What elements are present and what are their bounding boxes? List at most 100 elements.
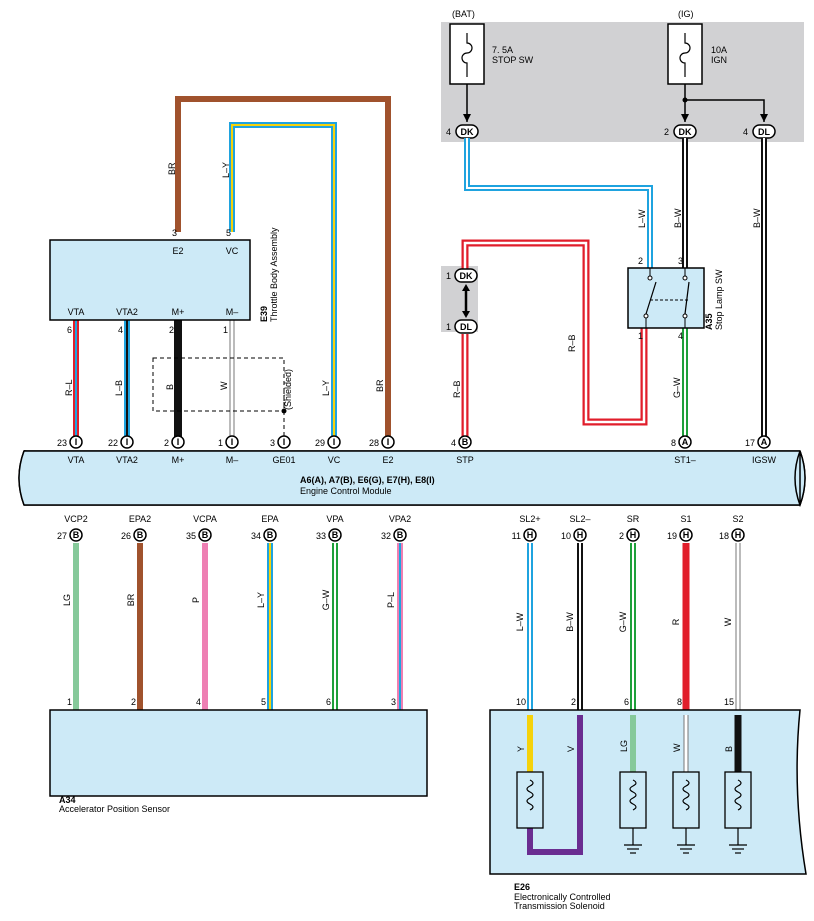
wire-color-label: BR	[126, 593, 136, 606]
connector-letter: H	[577, 530, 584, 540]
ecm-pin-label: SL2–	[569, 514, 590, 524]
connector-dk-ig: DK	[673, 124, 697, 139]
connector-letter: I	[75, 437, 78, 447]
wire-color-label: LG	[62, 594, 72, 606]
pin-label: M–	[226, 307, 239, 317]
ecm-pin-number: 28	[369, 438, 379, 448]
connector-letter: A	[761, 437, 768, 447]
wire-color-label: G–W	[672, 377, 682, 398]
pin-number: 3	[678, 256, 683, 266]
connector-letter: B	[332, 530, 339, 540]
pin-number: 5	[261, 697, 266, 707]
wire-color-label: G–W	[618, 611, 628, 632]
ecm-code: A6(A), A7(B), E6(G), E7(H), E8(I)	[300, 475, 435, 485]
solenoid-name-1: Electronically Controlled	[514, 892, 611, 902]
pin-number: 1	[446, 322, 451, 332]
connector-pin	[573, 528, 587, 542]
connector-dk-junction: DK	[454, 268, 478, 283]
connector-pin	[225, 435, 239, 449]
connector-letter: B	[137, 530, 144, 540]
connector-pin	[678, 435, 692, 449]
fuse-ign-icon	[679, 33, 691, 77]
connector-pin	[133, 528, 147, 542]
ecm-pin-number: 23	[57, 438, 67, 448]
pin-label: VC	[226, 246, 239, 256]
pin-label: E2	[172, 246, 183, 256]
pin-number: 8	[677, 697, 682, 707]
connector-letter: B	[397, 530, 404, 540]
ecm-pin-number: 33	[316, 531, 326, 541]
ecm-pin-label: ST1–	[674, 455, 696, 465]
ecm-pin-label: M–	[226, 455, 239, 465]
svg-text:DL: DL	[758, 127, 770, 137]
connector-letter: B	[202, 530, 209, 540]
pin-number: 4	[196, 697, 201, 707]
solenoid-box	[489, 709, 807, 875]
connector-pin	[393, 528, 407, 542]
wire-color-label: L–Y	[256, 592, 266, 608]
ecm-pin-number: 2	[619, 531, 624, 541]
fuse-stop-sw-name: STOP SW	[492, 55, 534, 65]
connector-pin	[171, 435, 185, 449]
ecm-pin-number: 8	[671, 438, 676, 448]
wire-color-label: L–W	[515, 612, 525, 631]
pin-number: 1	[446, 271, 451, 281]
pin-number: 4	[678, 331, 683, 341]
fuse-ign-rating: 10A	[711, 45, 727, 55]
ecm-name: Engine Control Module	[300, 486, 392, 496]
ecm-pin-label: GE01	[272, 455, 295, 465]
ecm-pin-number: 4	[451, 438, 456, 448]
connector-pin	[523, 528, 537, 542]
shielded-label: (Shielded)	[283, 369, 293, 410]
junction-block-area	[441, 22, 804, 142]
connector-pin	[198, 528, 212, 542]
svg-text:DL: DL	[460, 322, 472, 332]
connector-dl-ig: DL	[752, 124, 776, 139]
connector-pin	[328, 528, 342, 542]
pin-number: 10	[516, 697, 526, 707]
connector-pin	[381, 435, 395, 449]
connector-pin	[458, 435, 472, 449]
wire-color-label: G–W	[321, 589, 331, 610]
pin-number: 1	[223, 325, 228, 335]
pin-number: 6	[326, 697, 331, 707]
throttle-code: E39	[259, 306, 269, 322]
inner-color-label: Y	[516, 746, 526, 752]
ecm-pin-number: 32	[381, 531, 391, 541]
connector-letter: H	[683, 530, 690, 540]
wire-br-e2	[175, 96, 391, 442]
aps-code: A34	[59, 795, 76, 805]
svg-text:DK: DK	[460, 271, 473, 281]
stop-lamp-code: A35	[704, 313, 714, 330]
throttle-body-box	[49, 239, 251, 321]
ecm-pin-number: 26	[121, 531, 131, 541]
pin-number: 4	[118, 325, 123, 335]
ecm-pin-label: VTA2	[116, 455, 138, 465]
wire-color-label: L–B	[114, 380, 124, 396]
wire-color-label: L–Y	[321, 380, 331, 396]
connector-pin	[757, 435, 771, 449]
ecm-pin-number: 17	[745, 438, 755, 448]
wire-color-label: BR	[167, 162, 177, 175]
connector-letter: B	[73, 530, 80, 540]
pin-label: VTA2	[116, 307, 138, 317]
wire-color-label: B–W	[565, 612, 575, 632]
ecm-pin-label: IGSW	[752, 455, 777, 465]
connector-pin	[626, 528, 640, 542]
connector-letter: H	[630, 530, 637, 540]
pin-number: 3	[391, 697, 396, 707]
inner-color-label: V	[566, 746, 576, 752]
pin-number: 2	[664, 127, 669, 137]
wire-color-label: P–L	[386, 592, 396, 608]
wire-color-label: B–W	[752, 208, 762, 228]
solenoid-name-2: Transmission Solenoid	[514, 901, 605, 911]
wire-color-label: R–B	[452, 380, 462, 398]
connector-letter: H	[527, 530, 534, 540]
ecm-pin-number: 18	[719, 531, 729, 541]
connector-dk-bat: DK	[455, 124, 479, 139]
pin-number: 2	[571, 697, 576, 707]
pin-number: 5	[226, 228, 231, 238]
ecm-pin-label: VC	[328, 455, 341, 465]
ecm-pin-number: 1	[218, 438, 223, 448]
